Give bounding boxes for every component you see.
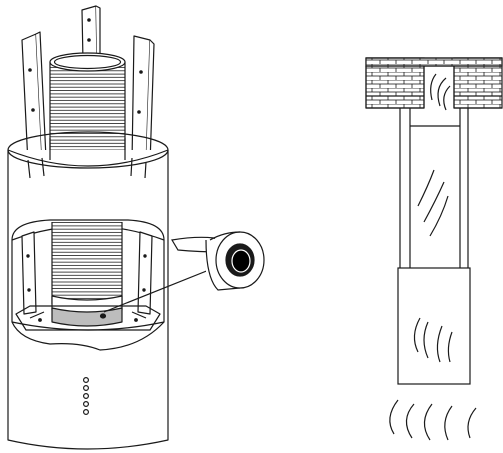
vertical-duct — [399, 108, 469, 268]
mounting-bracket-left — [21, 31, 47, 165]
brick-ceiling — [365, 57, 503, 109]
cutaway-view — [11, 219, 165, 351]
airflow-duct — [417, 169, 449, 237]
mounting-bracket-right — [131, 35, 155, 167]
control-button-3 — [82, 393, 89, 400]
hood-assembly — [7, 5, 169, 450]
hood-box — [397, 267, 471, 385]
control-button-4 — [82, 401, 89, 408]
vent-diagram — [365, 57, 503, 441]
control-button-1 — [82, 377, 89, 384]
flexible-duct-upper — [49, 52, 126, 150]
tape-callout — [103, 231, 265, 313]
control-buttons — [82, 377, 89, 416]
callout-leader — [103, 263, 225, 313]
control-button-2 — [82, 385, 89, 392]
airflow-hood — [413, 317, 453, 363]
control-button-5 — [82, 409, 89, 416]
duct-collar — [51, 307, 123, 327]
airflow-below — [389, 399, 477, 441]
airflow-ceiling — [430, 73, 451, 111]
